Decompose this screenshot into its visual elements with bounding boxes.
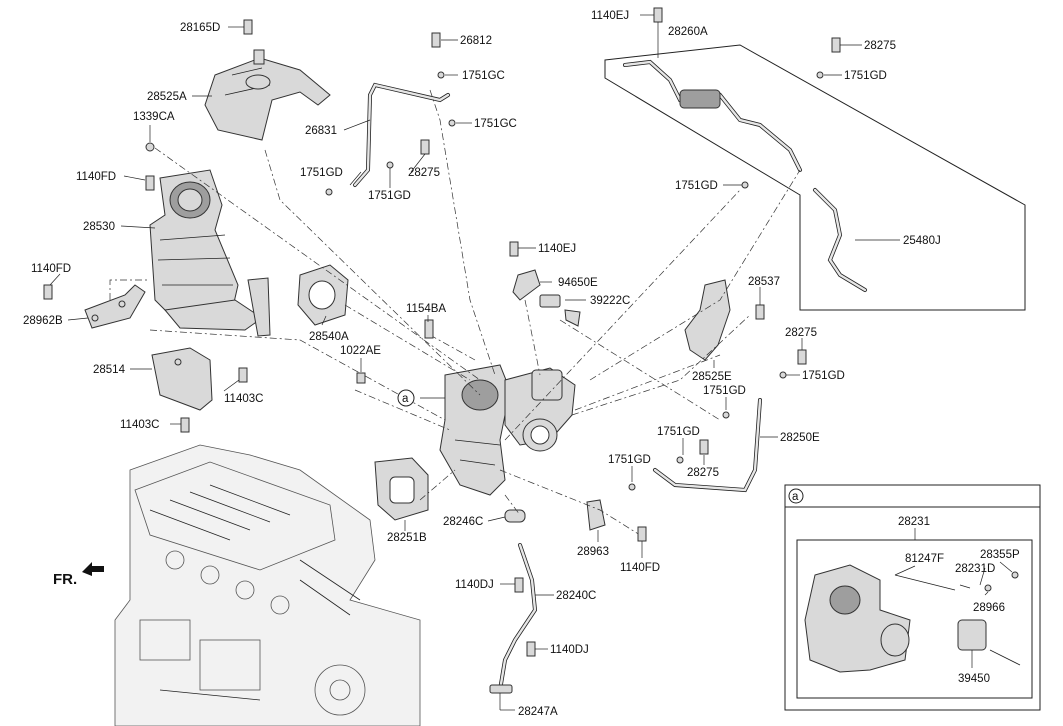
bracket-28514 [151, 347, 213, 411]
heat-shield-28525a [204, 49, 331, 141]
label-28275-upper: 28275 [408, 167, 440, 179]
label-28275-right: 28275 [785, 327, 817, 339]
label-28514: 28514 [93, 364, 126, 376]
bracket-94650e [512, 269, 541, 301]
label-1154ba: 1154BA [406, 303, 446, 315]
label-1751gd-mid: 1751GD [368, 190, 411, 202]
label-28250e: 28250E [780, 432, 820, 444]
label-1339ca: 1339CA [133, 111, 175, 123]
label-28540a: 28540A [309, 331, 349, 343]
label-28275-topright: 28275 [864, 40, 896, 52]
label-28246c: 28246C [443, 516, 483, 528]
pipe-26831 [353, 82, 450, 187]
label-1751gd-left: 1751GD [300, 167, 343, 179]
front-label: FR. [53, 571, 77, 588]
inset-assembly-label: 28231 [898, 516, 930, 528]
bracket-28962b [84, 284, 146, 329]
label-28260a: 28260A [668, 26, 708, 38]
bracket-28963 [586, 499, 606, 531]
front-marker: FR. [53, 562, 104, 588]
label-1751gd-right: 1751GD [802, 370, 845, 382]
label-28231d: 28231D [955, 563, 995, 575]
label-81247f: 81247F [905, 553, 944, 565]
label-26831: 26831 [305, 125, 337, 137]
label-1140fd-left: 1140FD [31, 263, 71, 275]
label-94650e: 94650E [558, 277, 598, 289]
label-28275-lower: 28275 [687, 467, 719, 479]
label-11403c-right: 11403C [224, 393, 263, 405]
label-28530: 28530 [83, 221, 115, 233]
gasket-28246c [504, 509, 526, 523]
inset-box [784, 484, 1041, 711]
label-28537: 28537 [748, 276, 780, 288]
label-28240c: 28240C [556, 590, 596, 602]
label-28966: 28966 [973, 602, 1005, 614]
label-1751gc-top: 1751GC [462, 70, 505, 82]
sensor-39222c [539, 294, 581, 327]
gasket-28540a [297, 264, 349, 326]
gasket-28251b [374, 457, 429, 521]
label-39222c: 39222C [590, 295, 630, 307]
label-28355p: 28355P [980, 549, 1020, 561]
label-1140dj-lower: 1140DJ [550, 644, 589, 656]
label-1751gd-center: 1751GD [703, 385, 746, 397]
catalytic-converter-28530 [149, 169, 271, 337]
label-28247a: 28247A [518, 706, 558, 718]
label-11403c-bottom: 11403C [120, 419, 159, 431]
part-labels: 28165D 28525A 1339CA 1140FD 28530 1140FD… [23, 10, 941, 718]
inset-circle-label: a [792, 491, 799, 503]
assembly-lines [109, 89, 801, 536]
label-28963: 28963 [577, 546, 609, 558]
box-28260a [604, 44, 1026, 311]
label-26812: 26812 [460, 35, 492, 47]
label-1751gd-lower: 1751GD [657, 426, 700, 438]
engine-block [114, 444, 421, 726]
label-28251b: 28251B [387, 532, 427, 544]
label-1751gd-topright: 1751GD [844, 70, 887, 82]
label-1751gd-pipe: 1751GD [675, 180, 718, 192]
pipe-28240c [489, 543, 538, 694]
label-1751gd-bottomleft: 1751GD [608, 454, 651, 466]
pipe-28250e [653, 398, 762, 493]
callout-a: a [397, 389, 415, 407]
label-28525a: 28525A [147, 91, 187, 103]
heat-shield-28525e [684, 279, 731, 361]
hose-25480j [813, 188, 867, 292]
label-1751gc-bottom: 1751GC [474, 118, 517, 130]
label-39450: 39450 [958, 673, 990, 685]
turbocharger [439, 364, 576, 496]
label-28525e: 28525E [692, 371, 732, 383]
pipe-28260a [623, 59, 802, 172]
inset-labels: a 28231 81247F 28355P 28231D 28966 39450 [788, 488, 1020, 685]
label-28165d: 28165D [180, 22, 220, 34]
label-25480j: 25480J [903, 235, 941, 247]
label-1140ej-center: 1140EJ [538, 243, 576, 255]
callout-a-label: a [402, 393, 409, 405]
label-1140ej-top: 1140EJ [591, 10, 629, 22]
leader-lines [49, 14, 1013, 711]
label-1140fd-bottom: 1140FD [620, 562, 660, 574]
front-arrow-icon [82, 562, 104, 576]
label-1140fd-top: 1140FD [76, 171, 116, 183]
label-28962b: 28962B [23, 315, 63, 327]
label-1140dj-upper: 1140DJ [455, 579, 494, 591]
label-1022ae: 1022AE [340, 345, 381, 357]
